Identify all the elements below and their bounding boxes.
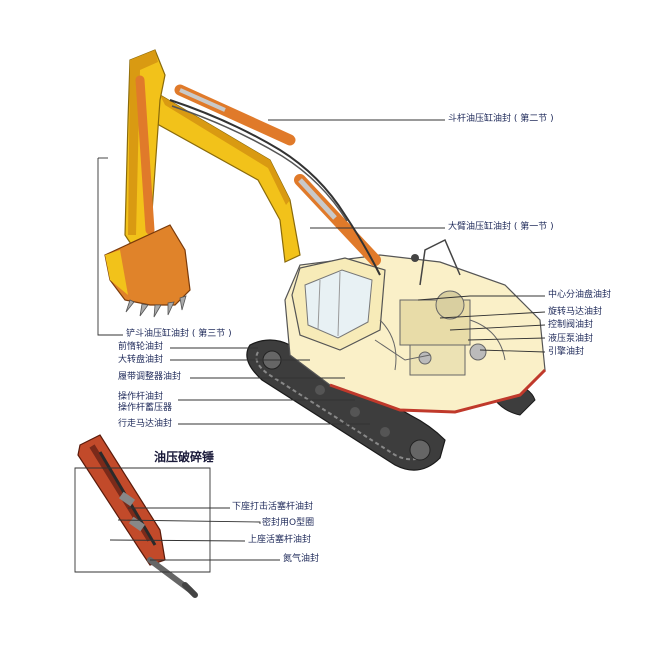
label-control-accumulator: 操作杆蓄压器: [118, 403, 173, 413]
label-bucket-cylinder-2: 斗杆油压缸油封 ( 第二节 ): [448, 114, 554, 124]
label-engine: 引擎油封: [548, 347, 585, 357]
label-lower-piston-seal: 下座打击活塞杆油封: [232, 502, 314, 512]
leader-lines: [74, 119, 546, 573]
label-bucket-cylinder-3: 铲斗油压缸油封 ( 第三节 ): [126, 329, 232, 339]
label-idler: 前惰轮油封: [118, 342, 164, 352]
label-boom-cylinder-1: 大臂油压缸油封 ( 第一节 ): [448, 222, 554, 232]
label-o-ring: 密封用O型圈: [262, 518, 315, 528]
label-control-lever: 操作杆油封: [118, 392, 164, 402]
upper-body: [284, 238, 547, 414]
label-control-valve: 控制阀油封: [548, 320, 594, 330]
breaker-illustration: [77, 434, 198, 598]
label-travel-motor: 行走马达油封: [118, 419, 173, 429]
label-nitrogen-seal: 氮气油封: [283, 554, 320, 564]
boom-arm: [104, 49, 381, 318]
label-upper-piston-seal: 上座活塞杆油封: [248, 535, 312, 545]
label-hydraulic-pump: 液压泵油封: [548, 334, 594, 344]
breaker-title: 油压破碎锤: [154, 450, 215, 464]
label-swing-bearing: 大转盘油封: [118, 355, 164, 365]
label-center-joint: 中心分油盘油封: [548, 290, 612, 300]
label-swing-motor: 旋转马达油封: [548, 307, 603, 317]
label-track-adjuster: 履带调整器油封: [118, 372, 182, 382]
